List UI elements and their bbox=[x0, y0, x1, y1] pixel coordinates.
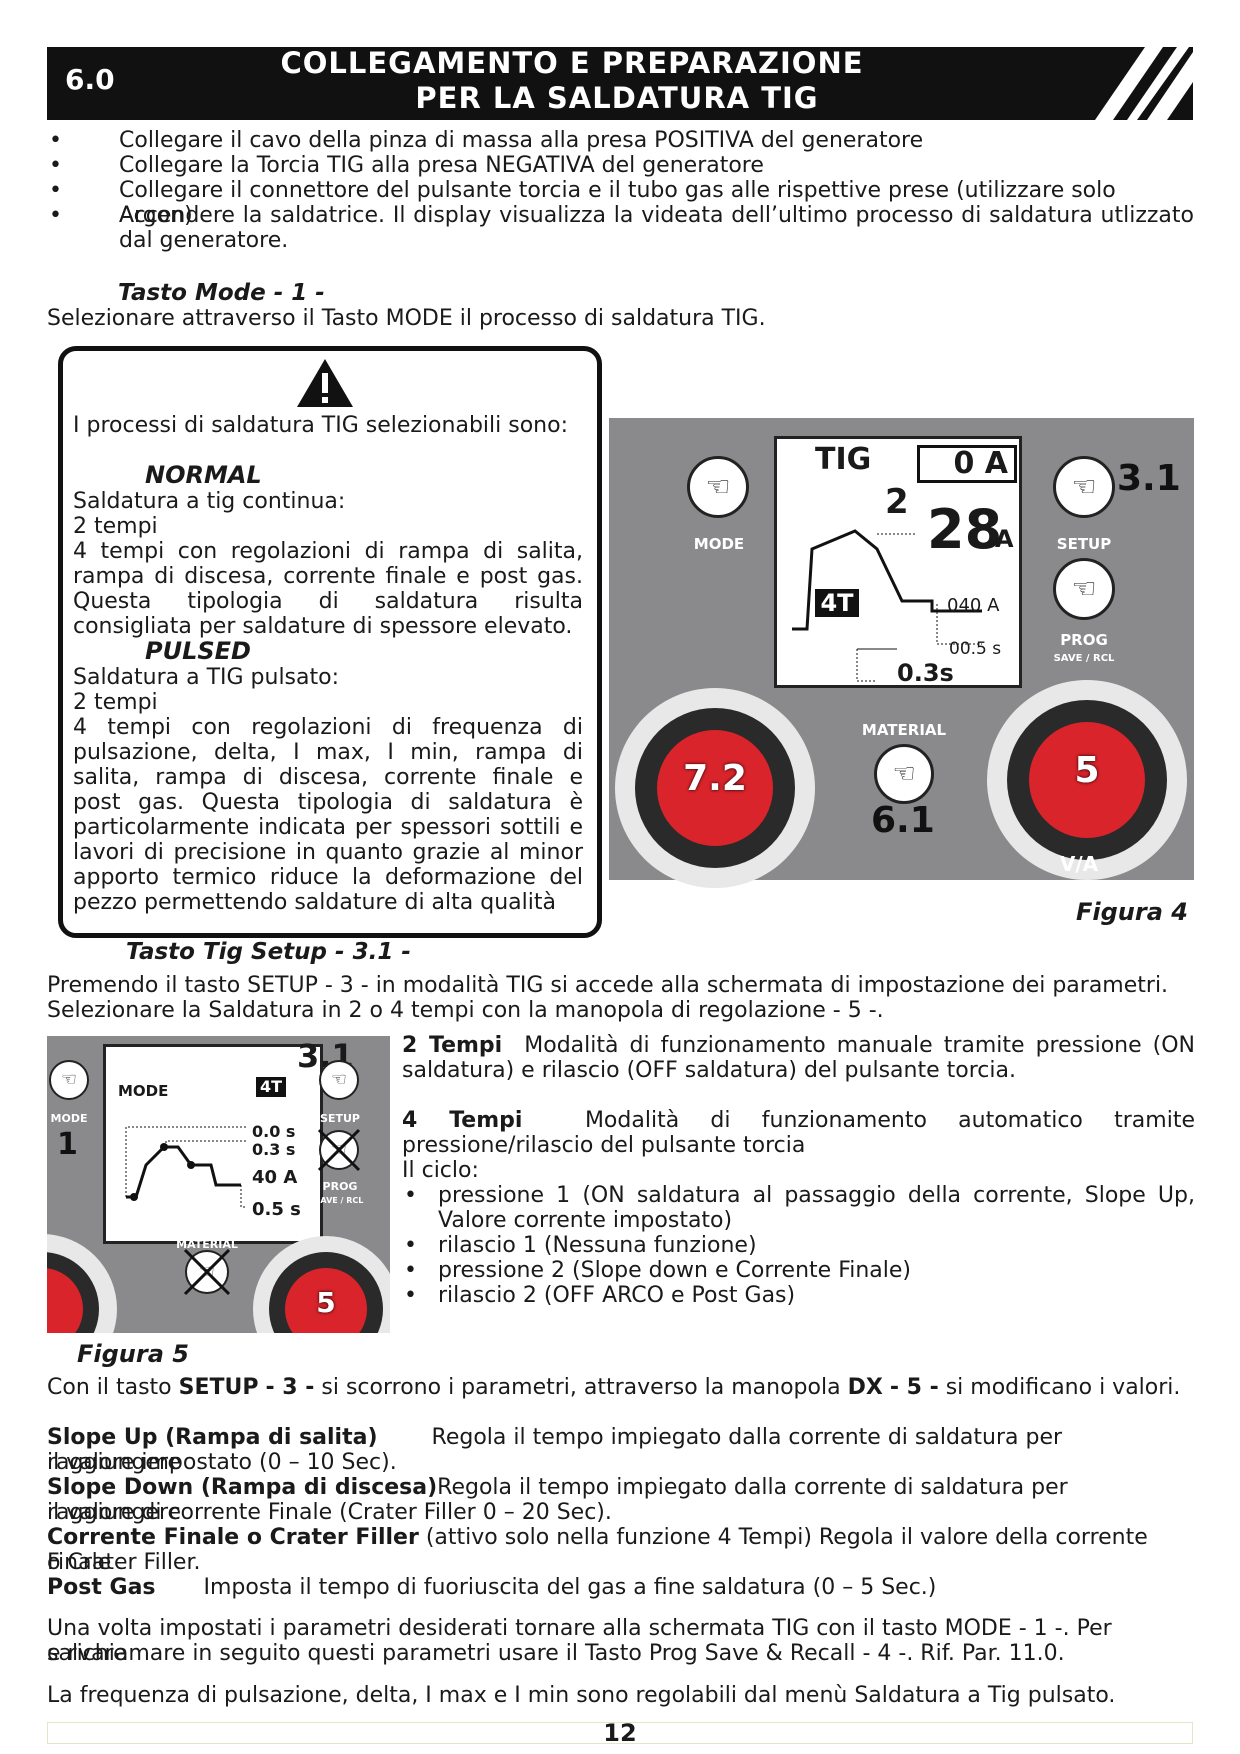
param-slope-down: Slope Down (Rampa di discesa)Regola il t… bbox=[47, 1475, 1068, 1525]
mode-text: Selezionare attraverso il Tasto MODE il … bbox=[47, 306, 766, 331]
two-times-text: Modalità di funzionamento manuale tramit… bbox=[402, 1033, 1196, 1083]
setup-line1: Premendo il tasto SETUP - 3 - in modalit… bbox=[47, 973, 1169, 998]
figure4-panel: TIG 0 A 2 28 A 4T 040 A 00.5 s 0.3s ☜ MO… bbox=[609, 418, 1194, 888]
two-times-title: 2 Tempi bbox=[402, 1033, 503, 1058]
closing-line3: La frequenza di pulsazione, delta, I max… bbox=[47, 1683, 1116, 1708]
material-button[interactable]: ☜ bbox=[874, 744, 934, 804]
section-header: 6.0 COLLEGAMENTO E PREPARAZIONE PER LA S… bbox=[47, 47, 1193, 120]
figure5-caption: Figura 5 bbox=[77, 1340, 189, 1368]
mode-button[interactable]: ☜ bbox=[49, 1060, 89, 1100]
hand-icon: ☜ bbox=[1071, 470, 1097, 503]
footer-bar bbox=[47, 1722, 1193, 1744]
weld-curve bbox=[792, 529, 982, 682]
setup-scroll-line: Con il tasto SETUP - 3 - si scorrono i p… bbox=[47, 1375, 1181, 1400]
lcd-post-gas: 00.5 s bbox=[949, 639, 1002, 659]
cycle-label: Il ciclo: bbox=[402, 1158, 479, 1183]
lcd-val2: 0.3 s bbox=[252, 1140, 296, 1159]
mode-label: MODE bbox=[50, 1112, 88, 1125]
four-times-title: 4 Tempi bbox=[402, 1108, 523, 1133]
knob-right-callout: 5 bbox=[316, 1286, 336, 1319]
setup-button[interactable]: ☜ bbox=[319, 1060, 359, 1100]
closing-line1: Una volta impostati i parametri desidera… bbox=[47, 1616, 1112, 1666]
closing-line2: e richiamare in seguito questi parametri… bbox=[47, 1641, 1065, 1666]
weld-curve bbox=[125, 1126, 246, 1208]
page-number: 12 bbox=[603, 1719, 637, 1747]
prog-button[interactable]: ☜ bbox=[1053, 558, 1115, 620]
param-crater-filler-cont: o Crater Filler. bbox=[47, 1550, 201, 1575]
four-times-paragraph: 4 Tempi Modalità di funzionamento automa… bbox=[402, 1108, 1195, 1158]
lcd-val3: 40 A bbox=[252, 1167, 298, 1188]
lcd-current-box: 0 A bbox=[917, 445, 1017, 483]
section-title-line1: COLLEGAMENTO E PREPARAZIONE bbox=[280, 46, 864, 80]
material-label: MATERIAL bbox=[861, 721, 947, 739]
param-slope-up: Slope Up (Rampa di salita)Regola il temp… bbox=[47, 1425, 1063, 1475]
lcd-mode: TIG bbox=[815, 442, 872, 477]
lcd-slope: 0.3s bbox=[897, 659, 954, 687]
pulsed-line: Saldatura a TIG pulsato: bbox=[73, 665, 339, 690]
knob-right-callout: 5 bbox=[1074, 750, 1100, 791]
hand-icon: ☜ bbox=[705, 470, 731, 503]
section-number: 6.0 bbox=[65, 63, 115, 96]
warning-box: I processi di saldatura TIG selezionabil… bbox=[58, 346, 602, 938]
prog-sublabel: SAVE / RCL bbox=[314, 1196, 364, 1205]
lcd-val4: 0.5 s bbox=[252, 1199, 301, 1220]
material-label: MATERIAL bbox=[176, 1238, 238, 1251]
callout-material: 6.1 bbox=[871, 800, 935, 841]
normal-line: Saldatura a tig continua: bbox=[73, 489, 346, 514]
warning-icon bbox=[297, 359, 353, 407]
normal-line: 2 tempi bbox=[73, 514, 158, 539]
setup-heading: Tasto Tig Setup - 3.1 - bbox=[126, 939, 411, 965]
figure5-panel: MODE 4T 0.0 s 0.3 s 40 A 0.5 s ☜ MODE 1 … bbox=[47, 1036, 390, 1333]
lcd-val1: 0.0 s bbox=[252, 1122, 296, 1141]
disabled-cross-icon bbox=[317, 1128, 361, 1172]
param-crater-filler: Corrente Finale o Crater Filler (attivo … bbox=[47, 1525, 1148, 1575]
figure4-lcd: TIG 0 A 2 28 A 4T 040 A 00.5 s 0.3s bbox=[774, 436, 1022, 688]
callout-mode: 1 bbox=[57, 1127, 78, 1162]
setup-label: SETUP bbox=[1056, 535, 1112, 553]
setup-label: SETUP bbox=[320, 1112, 360, 1125]
left-knob[interactable] bbox=[47, 1252, 99, 1333]
pulsed-title: PULSED bbox=[145, 637, 251, 665]
param-slope-up-cont: il valore impostato (0 – 10 Sec). bbox=[47, 1450, 397, 1475]
right-knob[interactable]: 5 bbox=[1007, 700, 1167, 860]
hand-icon: ☜ bbox=[330, 1069, 348, 1090]
pulsed-line: 2 tempi bbox=[73, 690, 158, 715]
setup-button[interactable]: ☜ bbox=[1053, 456, 1115, 518]
hand-icon: ☜ bbox=[1071, 572, 1097, 605]
prog-label: PROG bbox=[322, 1180, 358, 1193]
lcd-main-unit: A bbox=[995, 525, 1014, 553]
pulsed-line: 4 tempi con regolazioni di frequenza di … bbox=[73, 715, 583, 915]
stripes-decoration bbox=[1073, 47, 1193, 120]
knob-right-label: V/A bbox=[1059, 852, 1099, 876]
lcd-main-value: 28 bbox=[927, 498, 1003, 561]
figure5-lcd: MODE 4T 0.0 s 0.3 s 40 A 0.5 s bbox=[103, 1044, 323, 1244]
lcd-title: MODE bbox=[118, 1082, 169, 1100]
warning-intro: I processi di saldatura TIG selezionabil… bbox=[73, 413, 568, 438]
mode-button[interactable]: ☜ bbox=[687, 456, 749, 518]
lcd-final-current: 040 A bbox=[947, 595, 1000, 616]
knob-left-callout: 7.2 bbox=[683, 758, 747, 799]
normal-title: NORMAL bbox=[145, 461, 262, 489]
prog-sublabel: SAVE / RCL bbox=[1053, 653, 1115, 664]
left-knob[interactable]: 7.2 bbox=[635, 708, 795, 868]
prog-label: PROG bbox=[1060, 631, 1108, 649]
lcd-cycle: 4T bbox=[815, 589, 859, 617]
two-times-paragraph: 2 Tempi Modalità di funzionamento manual… bbox=[402, 1033, 1195, 1083]
hand-icon: ☜ bbox=[60, 1069, 78, 1090]
normal-line: 4 tempi con regolazioni di rampa di sali… bbox=[73, 539, 583, 639]
hand-icon: ☜ bbox=[892, 759, 916, 789]
disabled-cross-icon bbox=[183, 1248, 231, 1296]
figure4-caption: Figura 4 bbox=[1076, 898, 1188, 926]
param-slope-down-cont: il valore di corrente Finale (Crater Fil… bbox=[47, 1500, 612, 1525]
mode-label: MODE bbox=[693, 535, 745, 553]
callout-setup: 3.1 bbox=[1117, 458, 1181, 499]
lcd-cycle: 4T bbox=[256, 1077, 286, 1097]
lcd-callout: 2 bbox=[885, 482, 909, 522]
setup-line2: Selezionare la Saldatura in 2 o 4 tempi … bbox=[47, 998, 884, 1023]
four-times-text: Modalità di funzionamento automatico tra… bbox=[402, 1108, 1195, 1158]
section-title-line2: PER LA SALDATURA TIG bbox=[415, 81, 819, 115]
mode-heading: Tasto Mode - 1 - bbox=[118, 280, 325, 306]
